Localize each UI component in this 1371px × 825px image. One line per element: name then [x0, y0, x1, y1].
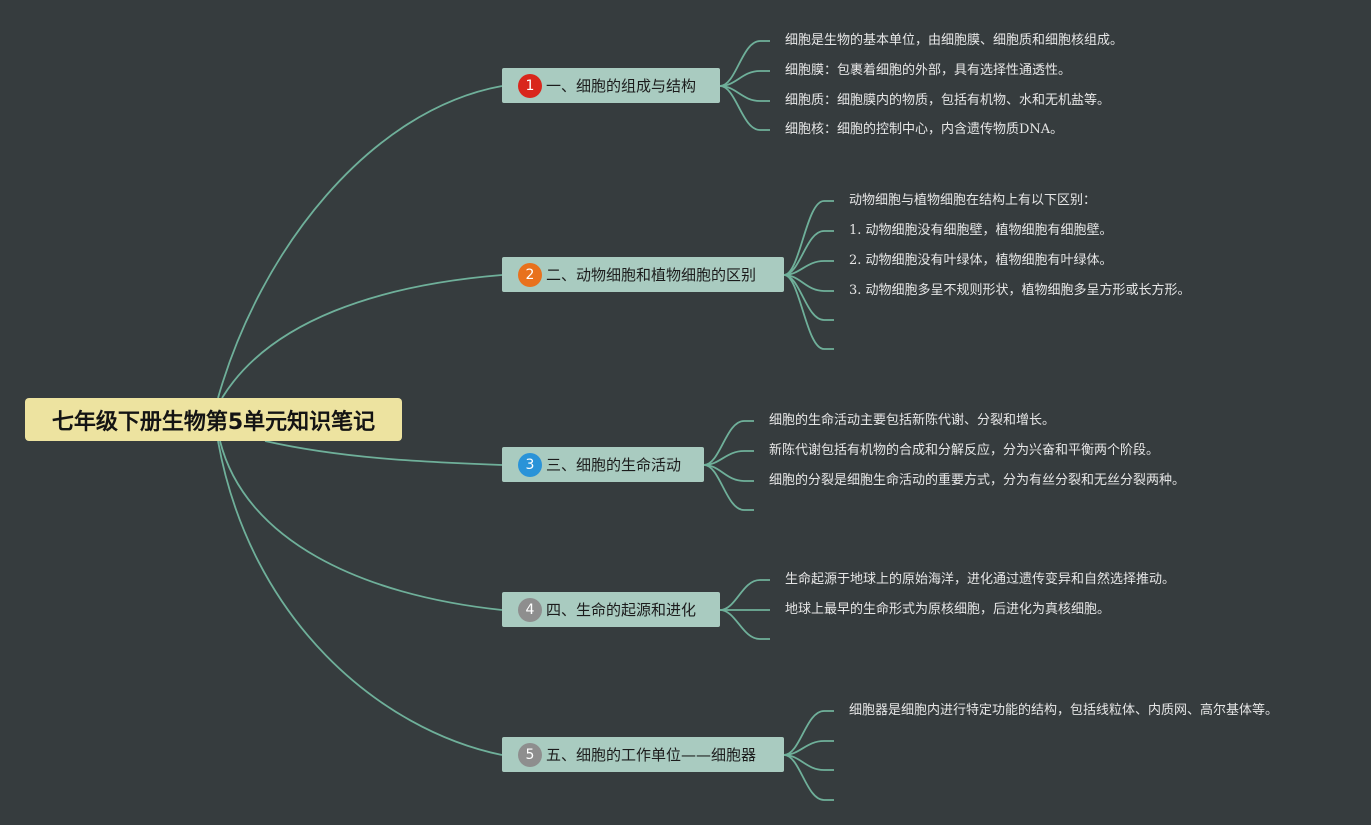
- branch-label-5: 五、细胞的工作单位——细胞器: [546, 746, 757, 764]
- branch-topic-2[interactable]: 2 二、动物细胞和植物细胞的区别: [502, 257, 784, 292]
- leaf-connector-1-4: [719, 85, 770, 131]
- leaf-note[interactable]: 细胞质：细胞膜内的物质，包括有机物、水和无机盐等。: [785, 93, 1111, 108]
- branch-label-2: 二、动物细胞和植物细胞的区别: [546, 266, 757, 284]
- branch-topic-1[interactable]: 1 一、细胞的组成与结构: [502, 68, 720, 103]
- leaf-connector-3-1: [703, 420, 754, 466]
- leaf-connector-5-3: [783, 754, 834, 771]
- leaf-note[interactable]: 地球上最早的生命形式为原核细胞，后进化为真核细胞。: [785, 602, 1111, 617]
- leaf-connector-1-1: [719, 40, 770, 87]
- branch-topic-3[interactable]: 3 三、细胞的生命活动: [502, 447, 704, 482]
- root-title: 七年级下册生物第5单元知识笔记: [51, 409, 376, 435]
- leaf-connector-1-2: [719, 70, 770, 87]
- number-badge-2: 2: [518, 262, 542, 287]
- leaf-connector-5-1: [783, 710, 834, 756]
- number-badge-1: 1: [518, 73, 542, 98]
- number-badge-5: 5: [518, 742, 542, 767]
- leaf-connector-4-1: [719, 579, 770, 611]
- leaf-connector-2-1: [783, 200, 834, 276]
- leaf-note[interactable]: 生命起源于地球上的原始海洋，进化通过遗传变异和自然选择推动。: [785, 572, 1176, 587]
- root-connector-4: [219, 440, 503, 611]
- leaf-note[interactable]: 细胞是生物的基本单位，由细胞膜、细胞质和细胞核组成。: [785, 33, 1124, 48]
- leaf-note[interactable]: 1. 动物细胞没有细胞壁，植物细胞有细胞壁。: [849, 223, 1113, 238]
- leaf-note[interactable]: 细胞器是细胞内进行特定功能的结构，包括线粒体、内质网、高尔基体等。: [849, 703, 1279, 718]
- number-badge-4: 4: [518, 597, 542, 622]
- root-connector-5: [217, 440, 503, 756]
- leaf-connector-3-4: [703, 464, 754, 511]
- leaf-connector-3-2: [703, 450, 754, 466]
- branch-label-1: 一、细胞的组成与结构: [546, 77, 697, 95]
- root-topic[interactable]: 七年级下册生物第5单元知识笔记: [25, 398, 402, 441]
- leaf-connector-2-6: [783, 274, 834, 350]
- leaf-note[interactable]: 新陈代谢包括有机物的合成和分解反应，分为兴奋和平衡两个阶段。: [769, 443, 1160, 458]
- root-connector-2: [221, 274, 503, 399]
- leaf-note[interactable]: 3. 动物细胞多呈不规则形状，植物细胞多呈方形或长方形。: [849, 283, 1191, 298]
- number-badge-3: 3: [518, 452, 542, 477]
- leaf-note[interactable]: 细胞膜：包裹着细胞的外部，具有选择性通透性。: [785, 63, 1072, 78]
- branch-topic-5[interactable]: 5 五、细胞的工作单位——细胞器: [502, 737, 784, 772]
- leaf-connector-1-3: [719, 85, 770, 102]
- leaf-note[interactable]: 2. 动物细胞没有叶绿体，植物细胞有叶绿体。: [849, 253, 1113, 268]
- leaf-note[interactable]: 细胞的分裂是细胞生命活动的重要方式，分为有丝分裂和无丝分裂两种。: [769, 473, 1186, 488]
- leaf-note[interactable]: 细胞的生命活动主要包括新陈代谢、分裂和增长。: [769, 413, 1056, 428]
- branch-topic-4[interactable]: 4 四、生命的起源和进化: [502, 592, 720, 627]
- leaf-connector-2-3: [783, 260, 834, 276]
- leaf-note[interactable]: 动物细胞与植物细胞在结构上有以下区别：: [849, 193, 1097, 208]
- leaf-connector-4-3: [719, 609, 770, 640]
- leaf-note[interactable]: 细胞核：细胞的控制中心，内含遗传物质DNA。: [785, 122, 1064, 137]
- branch-label-3: 三、细胞的生命活动: [546, 456, 682, 474]
- root-connector-3: [264, 440, 503, 466]
- leaf-connector-5-2: [783, 740, 834, 756]
- leaf-connector-5-4: [783, 754, 834, 801]
- root-connector-1: [217, 85, 503, 399]
- branch-label-4: 四、生命的起源和进化: [546, 601, 697, 619]
